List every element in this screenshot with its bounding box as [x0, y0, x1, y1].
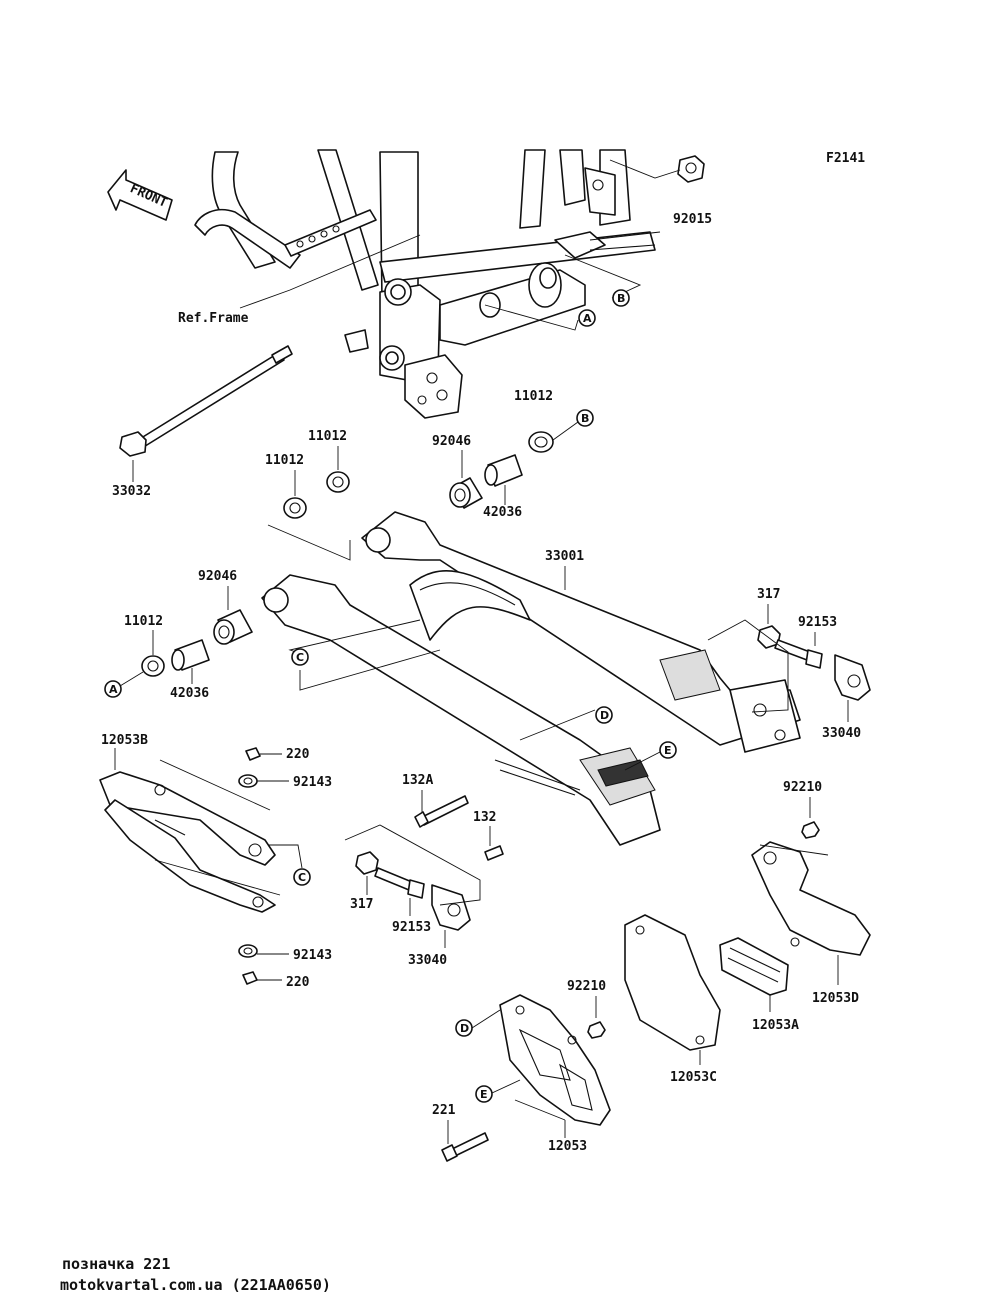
label-92143-bottom: 92143: [293, 948, 332, 963]
label-317-left: 317: [350, 897, 373, 912]
nut-92015: 92015: [609, 155, 712, 227]
ref-frame-label: Ref.Frame: [178, 311, 249, 326]
label-12053: 12053: [548, 1139, 587, 1154]
label-42036-top: 42036: [483, 505, 522, 520]
callout-D-mid: D: [600, 709, 609, 722]
bolt-132A: 132A: [402, 773, 469, 828]
plate-33040-right: 33040: [707, 619, 871, 741]
figure-code: F2141: [826, 151, 865, 166]
label-220-bottom: 220: [286, 975, 310, 990]
label-92210-bottom: 92210: [567, 979, 606, 994]
plate-33040-left: 33040: [344, 824, 481, 968]
label-12053A: 12053A: [752, 1018, 799, 1033]
label-92153-left: 92153: [392, 920, 431, 935]
collar-11012-left: 11012 A: [104, 614, 165, 698]
callout-D-bottom: D: [460, 1022, 469, 1035]
bolt-92153-left: 92153: [374, 867, 431, 935]
sleeve-42036-left: 42036: [170, 639, 210, 701]
label-92210-top: 92210: [783, 780, 822, 795]
frame-illustration: [194, 149, 661, 419]
swingarm-33001: 33001: [261, 511, 801, 846]
label-11012-a: 11012: [308, 429, 347, 444]
callout-C-left: C: [298, 871, 306, 884]
callout-E-mid: E: [664, 744, 672, 757]
collar-11012-B: 11012 B: [514, 389, 594, 453]
block-12053A: 12053A: [719, 937, 799, 1033]
label-11012-left: 11012: [124, 614, 163, 629]
pivot-shaft-33032: 33032: [112, 345, 293, 499]
label-12053C: 12053C: [670, 1070, 717, 1085]
label-12053D: 12053D: [812, 991, 859, 1006]
bearing-92046-top: 92046: [432, 434, 483, 509]
bolt-221: 221: [432, 1103, 489, 1162]
label-42036-left: 42036: [170, 686, 209, 701]
callout-A-top: A: [583, 312, 592, 325]
label-92153-right: 92153: [798, 615, 837, 630]
label-33001: 33001: [545, 549, 584, 564]
washer-92143-top: 92143: [238, 774, 332, 790]
callout-B-mid: B: [581, 412, 589, 425]
callout-B-top: B: [617, 292, 625, 305]
label-33032: 33032: [112, 484, 151, 499]
label-33040-left: 33040: [408, 953, 447, 968]
bolt-92153-right: 92153: [774, 615, 837, 669]
callout-E-bottom: E: [480, 1088, 488, 1101]
guide-12053D: 12053D: [751, 841, 871, 1006]
label-11012-b: 11012: [265, 453, 304, 468]
label-132: 132: [473, 810, 496, 825]
front-arrow-icon: FRONT: [107, 169, 173, 221]
label-220-top: 220: [286, 747, 310, 762]
bolt-132: 132: [473, 810, 504, 861]
nut-317-right: 317: [757, 587, 781, 649]
collar-11012-left-pair: 11012 11012: [265, 429, 351, 561]
chain-slider-12053B: 12053B: [99, 733, 281, 913]
nut-317-left: 317: [350, 851, 379, 912]
label-317-right: 317: [757, 587, 780, 602]
sleeve-42036-top: 42036: [483, 454, 523, 520]
nut-92210-bottom: 92210: [567, 979, 606, 1039]
label-11012-top-right: 11012: [514, 389, 553, 404]
nut-92210-top: 92210: [783, 780, 822, 839]
label-92046-top: 92046: [432, 434, 471, 449]
label-92046-left: 92046: [198, 569, 237, 584]
washer-92143-bottom: 92143: [238, 944, 332, 963]
label-132A: 132A: [402, 773, 433, 788]
guard-12053C: 12053C: [624, 914, 721, 1085]
footer-caption: позначка 221: [62, 1255, 171, 1273]
callout-C-mid: C: [296, 651, 304, 664]
label-33040-right: 33040: [822, 726, 861, 741]
bolt-220-top: 220: [245, 747, 310, 762]
label-221: 221: [432, 1103, 456, 1118]
label-12053B: 12053B: [101, 733, 148, 748]
guard-12053: 12053: [499, 994, 611, 1154]
footer-source: motokvartal.com.ua (221AA0650): [60, 1276, 331, 1294]
label-92143-top: 92143: [293, 775, 332, 790]
bolt-220-bottom: 220: [242, 971, 310, 990]
label-92015: 92015: [673, 212, 712, 227]
callout-A-left: A: [109, 683, 118, 696]
bearing-92046-left: 92046: [198, 569, 253, 645]
